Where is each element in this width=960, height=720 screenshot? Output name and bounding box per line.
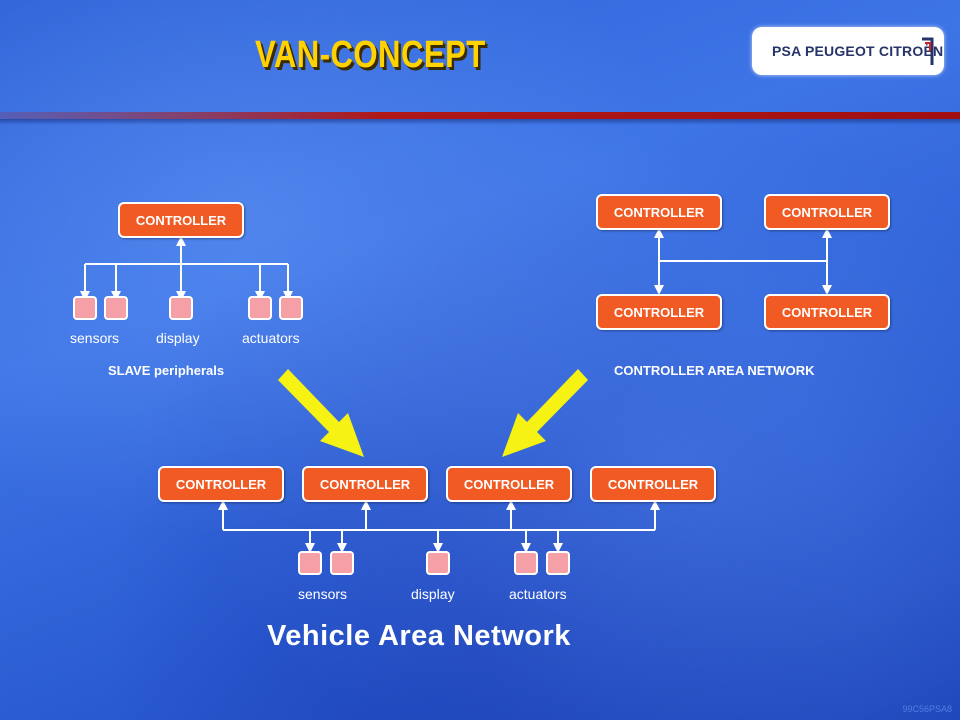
slave-actuator-2: [279, 296, 303, 320]
psa-logo: PSA PEUGEOT CITROËN: [752, 27, 944, 75]
slave-display-label: display: [156, 330, 200, 346]
slave-sensor-2: [104, 296, 128, 320]
can-controller-top-right: CONTROLLER: [764, 194, 890, 230]
van-sensor-1: [298, 551, 322, 575]
slave-actuators-label: actuators: [242, 330, 300, 346]
slave-controller: CONTROLLER: [118, 202, 244, 238]
yellow-arrows: [278, 369, 588, 457]
can-controller-top-left: CONTROLLER: [596, 194, 722, 230]
logo-text: PSA PEUGEOT CITROËN: [772, 43, 944, 59]
header-bar-shadow: [0, 119, 960, 125]
van-actuators-label: actuators: [509, 586, 567, 602]
slave-sensors-label: sensors: [70, 330, 120, 346]
can-controller-bottom-right: CONTROLLER: [764, 294, 890, 330]
van-controller-4: CONTROLLER: [590, 466, 716, 502]
slide-footer-code: 99C56PSA8: [902, 704, 952, 714]
van-display-label: display: [411, 586, 455, 602]
van-actuator-1: [514, 551, 538, 575]
van-actuator-2: [546, 551, 570, 575]
van-display: [426, 551, 450, 575]
can-caption: CONTROLLER AREA NETWORK: [614, 363, 815, 378]
can-controller-bottom-left: CONTROLLER: [596, 294, 722, 330]
logo-flag-icon: [922, 37, 934, 65]
slide-title: VAN-CONCEPT: [255, 34, 486, 76]
slave-bus: [80, 236, 293, 301]
van-controller-3: CONTROLLER: [446, 466, 572, 502]
van-sensors-label: sensors: [298, 586, 348, 602]
slave-display: [169, 296, 193, 320]
can-bus: [654, 228, 832, 295]
slave-sensor-1: [73, 296, 97, 320]
van-controller-1: CONTROLLER: [158, 466, 284, 502]
van-bus: [218, 500, 660, 553]
right-yellow-arrow: [502, 369, 588, 457]
slave-actuator-1: [248, 296, 272, 320]
header-accent-bar: [0, 112, 960, 119]
van-sensor-2: [330, 551, 354, 575]
van-caption: Vehicle Area Network: [267, 620, 571, 652]
left-yellow-arrow: [278, 369, 364, 457]
van-controller-2: CONTROLLER: [302, 466, 428, 502]
slave-peripherals-caption: SLAVE peripherals: [108, 363, 225, 378]
